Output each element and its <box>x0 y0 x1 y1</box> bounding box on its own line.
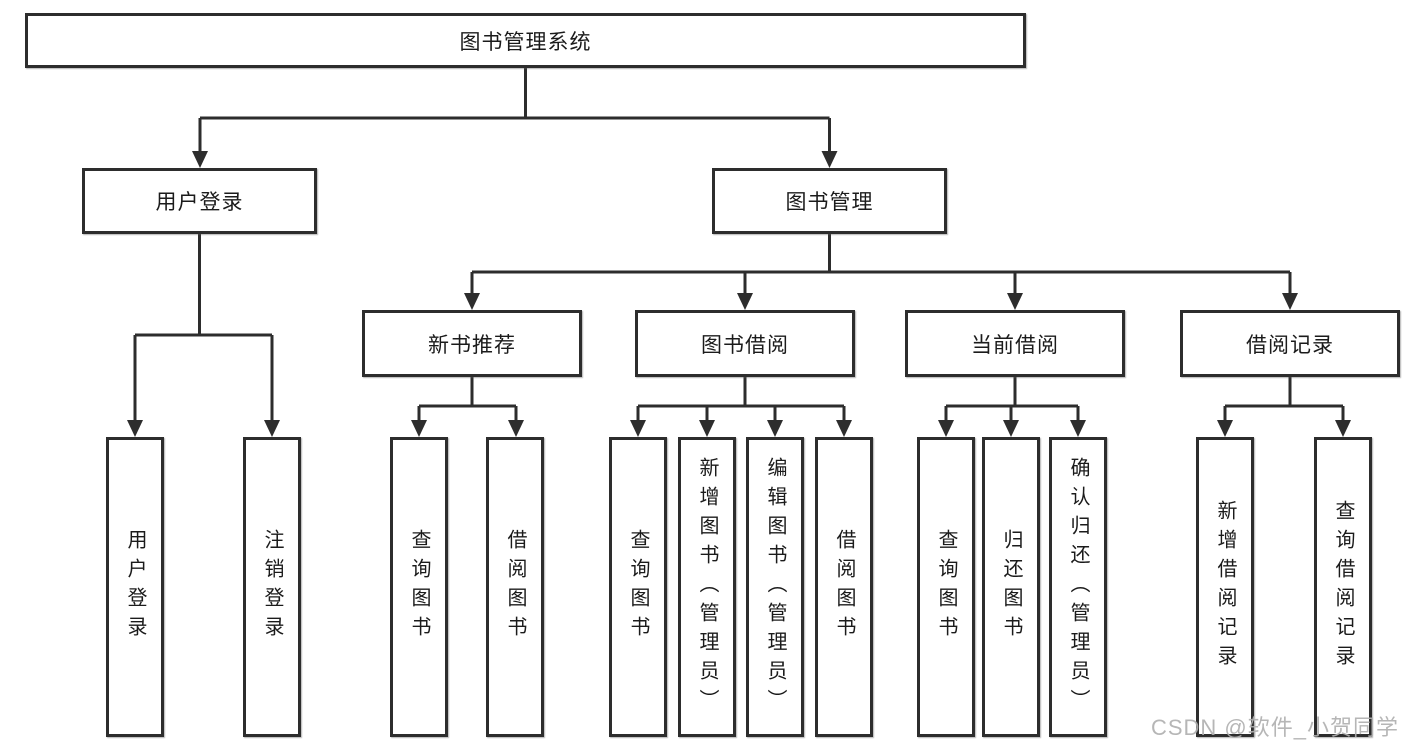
connector-root-trunk <box>198 68 831 152</box>
node-leaf-add-borrow-record: 新增借阅记录 <box>1196 437 1254 737</box>
node-leaf-current-query-books: 查询图书 <box>917 437 975 737</box>
node-leaf-query-borrow-record: 查询借阅记录 <box>1314 437 1372 737</box>
connector-new-book-branch <box>417 377 518 421</box>
connector-book-borrow-branch <box>636 377 846 421</box>
node-leaf-borrow-books: 借阅图书 <box>815 437 873 737</box>
node-current-borrow: 当前借阅 <box>905 310 1125 377</box>
node-leaf-logout: 注销登录 <box>243 437 301 737</box>
connector-borrow-record-branch <box>1223 377 1345 421</box>
node-borrow-records: 借阅记录 <box>1180 310 1400 377</box>
node-leaf-return-books: 归还图书 <box>982 437 1040 737</box>
node-user-login: 用户登录 <box>82 168 317 234</box>
node-new-book-recommend: 新书推荐 <box>362 310 582 377</box>
connector-user-login-branch <box>133 234 274 421</box>
connector-current-borrow-branch <box>944 377 1080 421</box>
node-leaf-edit-books-admin: 编辑图书（管理员） <box>746 437 804 737</box>
node-leaf-user-login: 用户登录 <box>106 437 164 737</box>
connector-book-management-branch <box>470 234 1292 294</box>
node-book-borrow: 图书借阅 <box>635 310 855 377</box>
node-root-library-management-system: 图书管理系统 <box>25 13 1026 68</box>
node-leaf-recommend-borrow-books: 借阅图书 <box>486 437 544 737</box>
node-leaf-add-books-admin: 新增图书（管理员） <box>678 437 736 737</box>
node-book-management: 图书管理 <box>712 168 947 234</box>
node-leaf-borrow-query-books: 查询图书 <box>609 437 667 737</box>
node-leaf-recommend-query-books: 查询图书 <box>390 437 448 737</box>
csdn-watermark: CSDN @软件_小贺同学 <box>1150 715 1399 740</box>
arrowheads <box>127 151 1351 437</box>
node-leaf-confirm-return-admin: 确认归还（管理员） <box>1049 437 1107 737</box>
